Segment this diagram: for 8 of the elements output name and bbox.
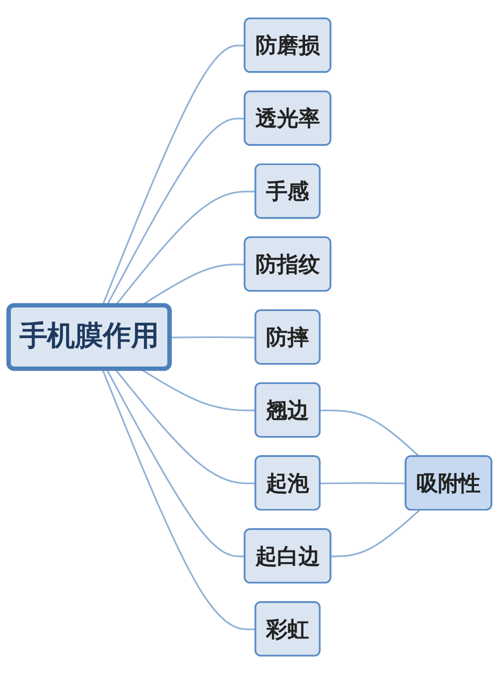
connector <box>114 368 256 484</box>
connector <box>140 368 256 412</box>
connector <box>170 336 256 338</box>
connector <box>320 482 406 484</box>
connector <box>320 410 420 458</box>
connector <box>331 510 420 558</box>
connector <box>106 368 246 558</box>
connector <box>102 368 256 630</box>
